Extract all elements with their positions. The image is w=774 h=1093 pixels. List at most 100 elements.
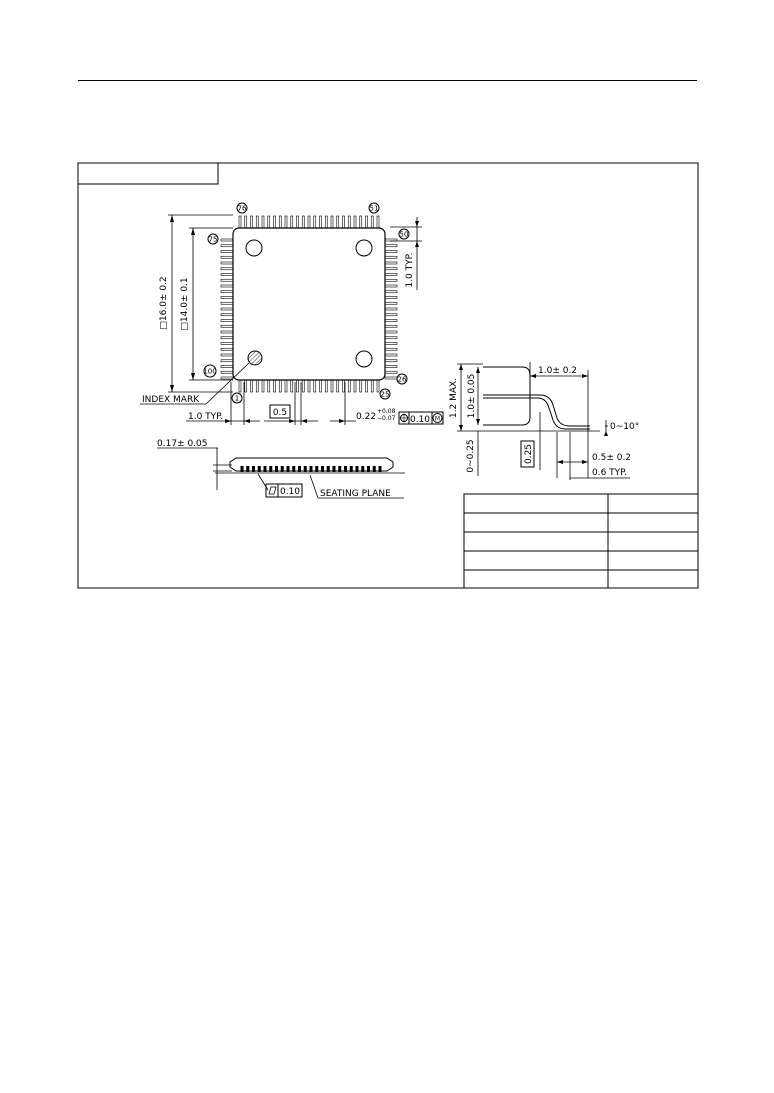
lead: [220, 255, 234, 259]
side-lead: [349, 466, 353, 472]
lead: [307, 215, 311, 229]
index-mark-leader: [205, 362, 250, 405]
pin-label-76: 76: [238, 205, 247, 213]
lead: [220, 273, 234, 276]
lead: [267, 215, 271, 229]
lead: [267, 379, 271, 393]
angle-label: 0~10°: [610, 422, 639, 432]
lead: [290, 379, 294, 393]
lead: [384, 365, 398, 368]
lead: [359, 215, 363, 229]
arrow: [415, 241, 419, 247]
lead: [238, 379, 242, 393]
lead: [220, 365, 234, 368]
lead: [244, 215, 248, 229]
lead: [220, 267, 234, 271]
lead: [384, 244, 398, 248]
lead: [238, 215, 242, 229]
side-lead: [252, 466, 255, 472]
lead: [220, 296, 234, 299]
lead: [296, 379, 299, 393]
side-view: [215, 457, 405, 474]
lead: [384, 353, 398, 357]
lead: [384, 290, 398, 294]
lead: [220, 307, 234, 311]
lead: [220, 278, 234, 282]
side-leads: [240, 466, 382, 472]
info-table: [463, 493, 699, 589]
lead: [220, 347, 234, 351]
lead-width-minus: −0.07: [377, 415, 396, 422]
lead: [220, 324, 234, 328]
lead: [384, 307, 398, 311]
header-rule: [78, 80, 697, 81]
outer-dimension-line: [168, 214, 233, 393]
side-lead: [332, 466, 336, 472]
lead: [220, 290, 234, 294]
lead: [313, 215, 317, 229]
lead: [261, 215, 265, 229]
lead: [376, 379, 380, 393]
lead: [330, 379, 334, 393]
lead: [278, 215, 282, 229]
side-lead: [240, 466, 244, 472]
position-mod-label: M: [435, 416, 440, 423]
pin-label-26: 26: [398, 376, 407, 384]
dimension-arrows: [170, 215, 195, 392]
side-lead: [326, 466, 330, 472]
outer-dimension-label: □16.0± 0.2: [159, 276, 169, 329]
lead: [250, 379, 253, 393]
lead: [220, 330, 234, 334]
lead: [370, 379, 374, 393]
lead: [220, 359, 234, 363]
package-body: [232, 227, 386, 381]
lead: [324, 215, 328, 229]
side-lead: [292, 466, 296, 472]
pin-label-50: 50: [400, 231, 409, 239]
lead: [384, 336, 398, 340]
lead: [220, 284, 234, 288]
lead: [220, 313, 234, 317]
lead: [261, 379, 265, 393]
title-box: [77, 162, 219, 185]
side-lead: [280, 466, 284, 472]
lead: [220, 370, 234, 374]
right-typ-label: 1.0 TYP.: [405, 252, 415, 287]
lead: [353, 215, 357, 229]
side-lead: [344, 466, 347, 472]
lead: [384, 319, 398, 322]
lead-thickness-dimension: [157, 447, 232, 490]
lead: [353, 379, 357, 393]
pitch-label: 0.5: [273, 408, 287, 418]
lead: [319, 215, 322, 229]
lead: [301, 379, 305, 393]
lead: [384, 250, 398, 253]
lead: [250, 215, 253, 229]
lead: [220, 319, 234, 322]
lead: [384, 330, 398, 334]
lead: [359, 379, 363, 393]
left-typ-label: 1.0 TYP.: [188, 412, 223, 422]
side-lead: [298, 466, 301, 472]
arrows: [459, 364, 608, 464]
lead: [365, 215, 368, 229]
arrow: [415, 221, 419, 227]
lead: [384, 370, 398, 374]
lead: [384, 347, 398, 351]
lead: [319, 379, 322, 393]
lead: [384, 359, 398, 363]
lead: [324, 379, 328, 393]
standoff-label: 0~0.25: [466, 439, 476, 472]
lead: [296, 215, 299, 229]
inner-dimension-label: □14.0± 0.1: [180, 277, 190, 330]
lead-thickness-label: 0.17± 0.05: [157, 439, 207, 449]
gauge-label: 0.25: [524, 444, 534, 464]
lead: [384, 313, 398, 317]
side-lead: [275, 466, 278, 472]
lead: [365, 379, 368, 393]
lead: [370, 215, 374, 229]
lead-length-label: 1.0± 0.2: [538, 366, 577, 376]
lead: [255, 215, 259, 229]
detail-dimension-lines: [457, 362, 630, 480]
lead: [273, 379, 276, 393]
